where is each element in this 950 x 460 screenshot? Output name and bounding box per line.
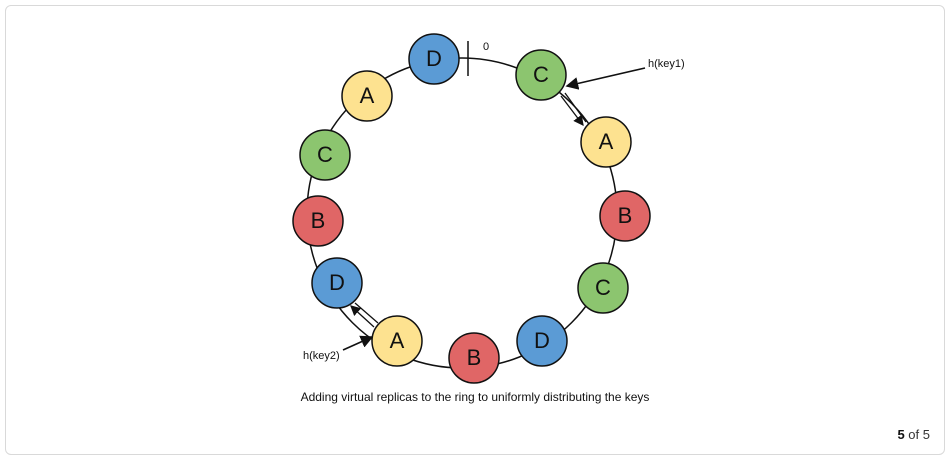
ring-node-circle (341, 70, 393, 122)
ring-node: B (599, 190, 651, 242)
ring-node-label: B (311, 208, 326, 233)
hash-key1-label: h(key1) (648, 58, 685, 70)
ring-node: D (408, 33, 460, 85)
ring-node: B (448, 332, 500, 384)
slide-pager: 5 of 5 (897, 427, 930, 442)
ring-node-label: D (329, 270, 345, 295)
diagram-caption: Adding virtual replicas to the ring to u… (300, 390, 650, 404)
ring-node-circle (371, 315, 423, 367)
ring-node: C (515, 49, 567, 101)
ring-node-circle (408, 33, 460, 85)
ring-node-label: D (426, 46, 442, 71)
ring-node-circle (577, 262, 629, 314)
ring-node-circle (516, 315, 568, 367)
ring-node: A (341, 70, 393, 122)
ring-node-label: C (595, 275, 611, 300)
ring-node-circle (580, 116, 632, 168)
pager-separator: of (908, 427, 920, 442)
hash-key2-label: h(key2) (303, 350, 340, 362)
pager-current: 5 (897, 427, 905, 442)
ring-node-circle (292, 195, 344, 247)
ring-node-circle (299, 129, 351, 181)
ring-node: A (371, 315, 423, 367)
ring-node-label: C (533, 62, 549, 87)
key2-route-line-b (350, 305, 375, 328)
pager-total: 5 (922, 427, 930, 442)
ring-node-circle (515, 49, 567, 101)
ring-node-label: C (317, 142, 333, 167)
ring-node: C (299, 129, 351, 181)
key1-route-line-a (564, 92, 587, 123)
ring-node-label: B (467, 345, 482, 370)
ring-node: C (577, 262, 629, 314)
ring-node-label: A (390, 328, 405, 353)
ring-node: A (580, 116, 632, 168)
ring-node-circle (448, 332, 500, 384)
ring-node-circle (599, 190, 651, 242)
key2-arrow (342, 335, 374, 351)
ring-node: D (311, 257, 363, 309)
ring-node-label: D (534, 328, 550, 353)
marker-0-label: 0 (483, 41, 489, 53)
ring-node-label: B (618, 203, 633, 228)
ring-node: D (516, 315, 568, 367)
ring-node-label: A (599, 129, 614, 154)
ring-node: B (292, 195, 344, 247)
ring-node-label: A (360, 83, 375, 108)
key1-route-line-b (560, 95, 584, 127)
key1-arrow (565, 67, 646, 90)
ring-node-circle (311, 257, 363, 309)
